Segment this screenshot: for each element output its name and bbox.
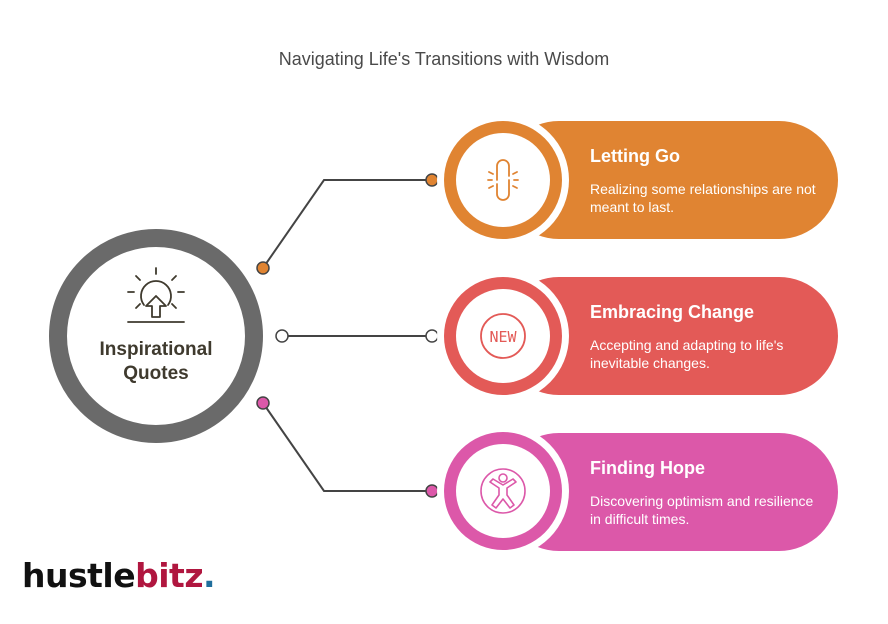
item-title-embracing-change: Embracing Change xyxy=(590,302,755,322)
connector-letting-go xyxy=(262,179,432,269)
item-card-embracing-change: NEW xyxy=(437,270,838,402)
svg-text:NEW: NEW xyxy=(489,328,517,346)
brand-logo: hustlebitz. xyxy=(22,556,216,595)
item-title-finding-hope: Finding Hope xyxy=(590,458,705,478)
person-arms-raised-icon xyxy=(480,468,526,514)
item-desc-finding-hope: Discovering optimism and resilience in d… xyxy=(590,493,814,527)
item-title-letting-go: Letting Go xyxy=(590,146,680,166)
broken-chain-link-icon xyxy=(487,159,519,201)
diagram-title: Navigating Life's Transitions with Wisdo… xyxy=(278,49,610,69)
item-desc-letting-go: Realizing some relationships are not mea… xyxy=(590,181,816,215)
item-card-finding-hope xyxy=(437,425,838,557)
new-badge-icon: NEW xyxy=(480,313,526,359)
hub-label: Inspirational Quotes xyxy=(99,339,213,384)
hub-node xyxy=(49,229,263,443)
item-desc-embracing-change: Accepting and adapting to life's inevita… xyxy=(590,337,784,371)
connector-finding-hope xyxy=(262,402,432,492)
connectors xyxy=(262,179,432,492)
sunrise-arrow-icon xyxy=(127,267,185,323)
brand-part2: bitz xyxy=(135,556,204,595)
brand-dot: . xyxy=(203,556,216,595)
brand-part1: hustle xyxy=(22,556,136,595)
item-card-letting-go xyxy=(437,114,838,246)
